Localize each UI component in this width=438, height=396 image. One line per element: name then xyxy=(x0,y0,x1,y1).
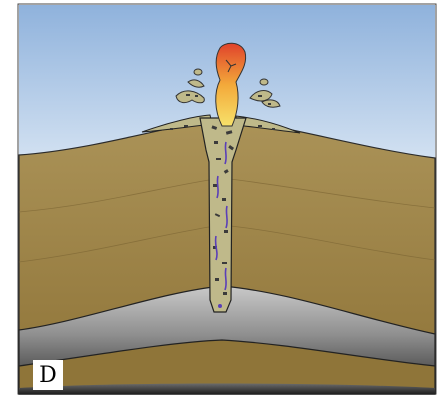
panel-label: D xyxy=(33,360,63,390)
vein-node xyxy=(218,304,222,308)
